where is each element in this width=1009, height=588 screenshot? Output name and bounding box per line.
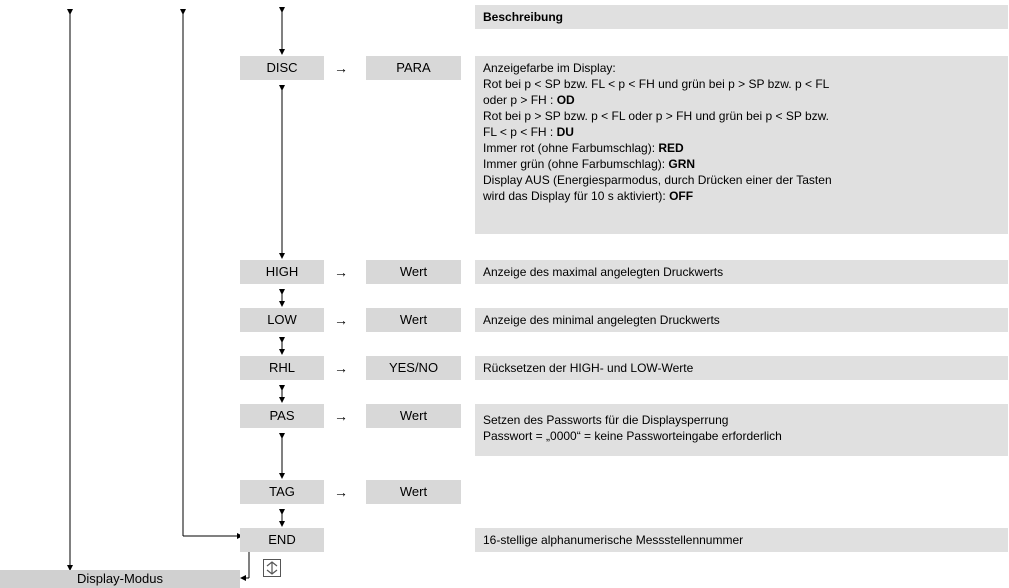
menu-item-rhl[interactable]: RHL — [240, 356, 324, 380]
menu-item-disc[interactable]: DISC — [240, 56, 324, 80]
menu-item-high[interactable]: HIGH — [240, 260, 324, 284]
description-high: Anzeige des maximal angelegten Druckwert… — [475, 260, 1008, 284]
menu-item-pas[interactable]: PAS — [240, 404, 324, 428]
menu-item-end[interactable]: END — [240, 528, 324, 552]
value-low[interactable]: Wert — [366, 308, 461, 332]
description-end: 16-stellige alphanumerische Messstellenn… — [475, 528, 1008, 552]
arrow-right-icon: → — [334, 484, 348, 500]
description-low: Anzeige des minimal angelegten Druckwert… — [475, 308, 1008, 332]
value-para[interactable]: PARA — [366, 56, 461, 80]
value-high[interactable]: Wert — [366, 260, 461, 284]
menu-item-tag[interactable]: TAG — [240, 480, 324, 504]
enter-icon[interactable] — [263, 559, 281, 577]
value-pas[interactable]: Wert — [366, 404, 461, 428]
value-rhl[interactable]: YES/NO — [366, 356, 461, 380]
arrow-right-icon: → — [334, 360, 348, 376]
description-disc: Anzeigefarbe im Display: Rot bei p < SP … — [475, 56, 1008, 234]
arrow-right-icon: → — [334, 408, 348, 424]
description-rhl: Rücksetzen der HIGH- und LOW-Werte — [475, 356, 1008, 380]
display-mode-box[interactable]: Display-Modus — [0, 570, 240, 588]
arrow-right-icon: → — [334, 60, 348, 76]
arrow-right-icon: → — [334, 264, 348, 280]
value-tag[interactable]: Wert — [366, 480, 461, 504]
description-header: Beschreibung — [475, 5, 1008, 29]
description-pas: Setzen des Passworts für die Displaysper… — [475, 404, 1008, 456]
menu-item-low[interactable]: LOW — [240, 308, 324, 332]
arrow-right-icon: → — [334, 312, 348, 328]
